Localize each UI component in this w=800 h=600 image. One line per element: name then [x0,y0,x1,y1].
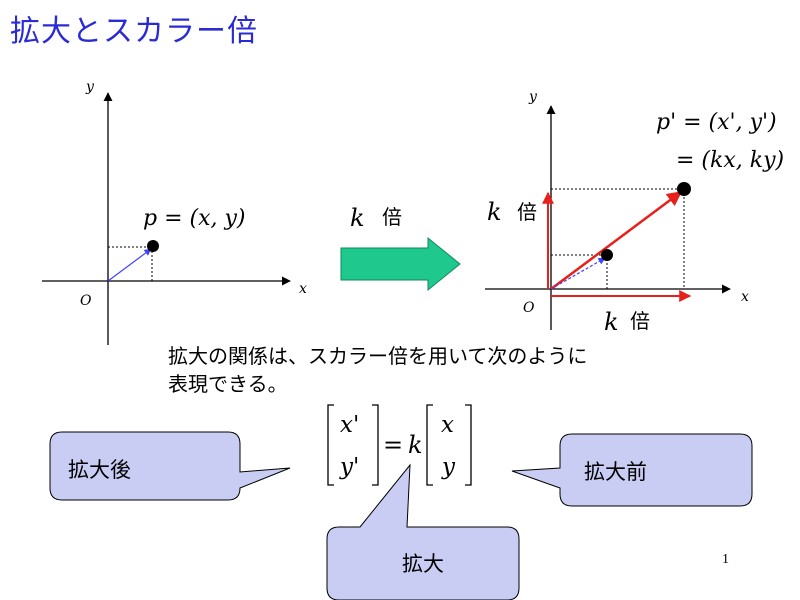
rhs-bottom: y [441,454,456,480]
right-point-label-line2: = (kx, ky) [676,148,784,173]
right-point-original [601,249,613,261]
callout-scale-bubble [326,463,520,600]
scalar-k: k [408,431,423,459]
left-origin-label: O [80,293,92,309]
right-vertical-k-label: k [487,198,502,226]
left-x-axis-label: x [299,281,307,297]
rhs-bracket-right [465,404,472,486]
matrix-equation: x' y' = k x y [327,404,472,486]
callout-before-bubble [511,433,753,507]
callout-before-label: 拡大前 [584,460,647,484]
right-origin-label: O [523,300,535,316]
equals-sign: = [383,431,403,459]
left-point-label: p = (x, y) [143,206,246,231]
left-plot: x y O p = (x, y) [42,79,307,345]
page-number: 1 [722,552,729,567]
right-vector-original [550,257,606,290]
right-y-axis-label: y [528,89,538,105]
left-point-p [147,240,159,252]
explanation-line-1: 拡大の関係は、スカラー倍を用いて次のように [168,344,588,368]
transform-arrow [340,236,461,292]
transform-k-label: k [350,204,365,232]
right-vertical-bai-label: 倍 [517,200,537,224]
rhs-bracket-left [426,404,433,486]
left-vector-p [107,248,152,282]
right-point-label-line1: p' = (x', y') [656,110,777,135]
explanation-line-2: 表現できる。 [168,372,288,396]
lhs-bracket-right [372,404,379,486]
callout-scale-label: 拡大 [402,552,444,576]
right-plot: x y O p' = (x', y') = (kx, ky) k 倍 k 倍 [485,89,784,336]
lhs-top: x' [340,412,359,438]
right-horizontal-k-label: k [604,308,619,336]
explanation-text: 拡大の関係は、スカラー倍を用いて次のように 表現できる。 [168,342,587,398]
slide-title: 拡大とスカラー倍 [10,14,258,49]
right-x-axis-label: x [741,289,749,305]
right-horizontal-bai-label: 倍 [630,309,650,333]
left-y-axis-label: y [85,79,95,95]
right-vector-scaled [550,190,683,291]
rhs-top: x [441,412,454,438]
lhs-bracket-left [327,404,334,486]
transform-group: k 倍 [340,204,461,292]
right-point-scaled [677,182,691,196]
lhs-bottom: y' [339,454,359,480]
transform-bai-label: 倍 [382,205,402,229]
callout-after-bubble [49,431,291,501]
callout-after-label: 拡大後 [68,458,131,482]
